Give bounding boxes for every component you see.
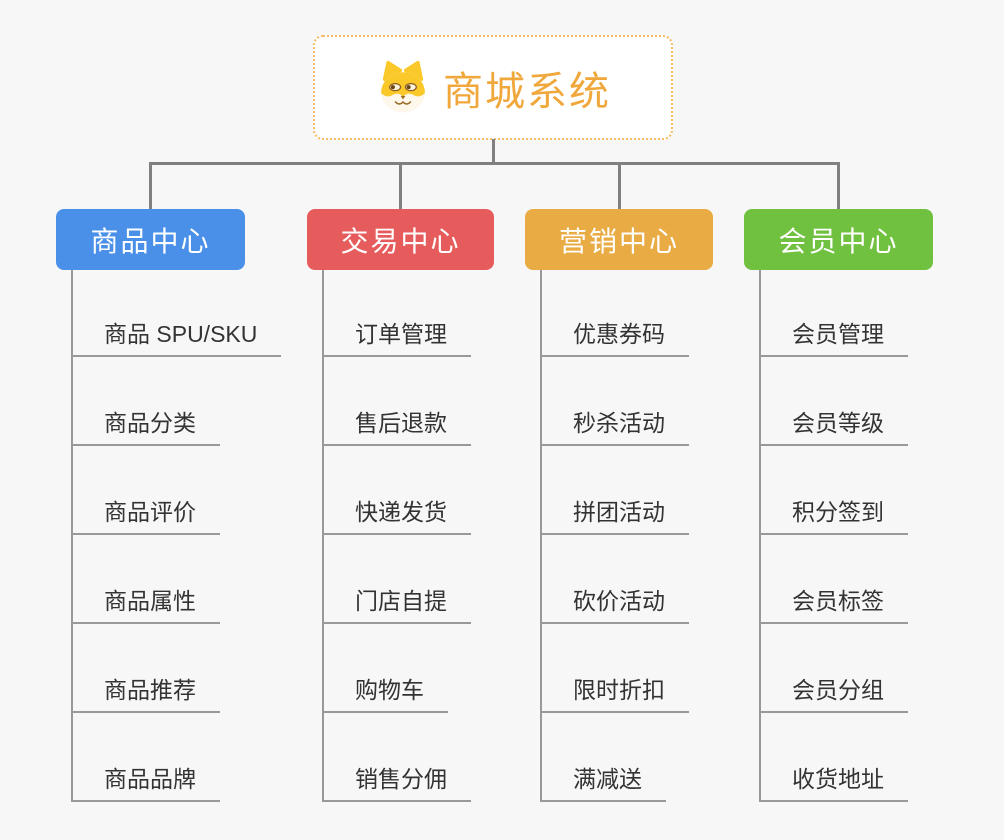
connector-horizontal-bar <box>149 162 840 165</box>
child-topic[interactable]: 砍价活动 <box>540 586 689 624</box>
child-topic[interactable]: 商品分类 <box>71 408 220 446</box>
child-topic[interactable]: 购物车 <box>322 675 448 713</box>
branch-box-member-center[interactable]: 会员中心 <box>744 209 933 270</box>
branch-box-trade-center[interactable]: 交易中心 <box>307 209 494 270</box>
child-topic[interactable]: 优惠券码 <box>540 319 689 357</box>
branch-trade-center: 交易中心 订单管理售后退款快递发货门店自提购物车销售分佣 <box>307 209 557 809</box>
branch-label: 交易中心 <box>340 225 461 257</box>
branch-marketing-center: 营销中心 优惠券码秒杀活动拼团活动砍价活动限时折扣满减送 <box>525 209 775 809</box>
child-topic[interactable]: 秒杀活动 <box>540 408 689 446</box>
child-topic[interactable]: 会员分组 <box>759 675 908 713</box>
branch-tree-line <box>759 270 761 802</box>
child-topic[interactable]: 满减送 <box>540 764 666 802</box>
connector-drop-trade <box>399 163 402 210</box>
connector-drop-member <box>837 163 840 210</box>
child-topic[interactable]: 订单管理 <box>322 319 471 357</box>
connector-root-stem <box>492 139 495 165</box>
child-topic[interactable]: 会员管理 <box>759 319 908 357</box>
child-topic[interactable]: 商品推荐 <box>71 675 220 713</box>
dog-face-icon <box>381 60 425 112</box>
child-topic[interactable]: 商品品牌 <box>71 764 220 802</box>
branch-tree-line <box>540 270 542 802</box>
connector-drop-marketing <box>618 163 621 210</box>
branch-box-product-center[interactable]: 商品中心 <box>56 209 245 270</box>
branch-member-center: 会员中心 会员管理会员等级积分签到会员标签会员分组收货地址 <box>744 209 994 809</box>
branch-tree-line <box>322 270 324 802</box>
child-topic[interactable]: 销售分佣 <box>322 764 471 802</box>
branch-box-marketing-center[interactable]: 营销中心 <box>525 209 713 270</box>
child-topic[interactable]: 会员标签 <box>759 586 908 624</box>
branch-label: 营销中心 <box>558 225 679 257</box>
child-topic[interactable]: 会员等级 <box>759 408 908 446</box>
child-topic[interactable]: 限时折扣 <box>540 675 689 713</box>
child-topic[interactable]: 积分签到 <box>759 497 908 535</box>
child-topic[interactable]: 售后退款 <box>322 408 471 446</box>
connector-drop-product <box>149 163 152 210</box>
child-topic[interactable]: 商品评价 <box>71 497 220 535</box>
child-topic[interactable]: 收货地址 <box>759 764 908 802</box>
root-node[interactable]: 商城系统 <box>313 35 673 140</box>
child-topic[interactable]: 门店自提 <box>322 586 471 624</box>
root-title: 商城系统 <box>443 69 611 114</box>
branch-product-center: 商品中心 商品 SPU/SKU 商品分类商品评价商品属性商品推荐商品品牌 <box>56 209 306 809</box>
child-topic[interactable]: 商品 SPU/SKU <box>71 319 282 357</box>
child-topic[interactable]: 快递发货 <box>322 497 471 535</box>
child-topic[interactable]: 商品属性 <box>71 586 220 624</box>
branch-tree-line <box>71 270 73 802</box>
branch-label: 商品中心 <box>90 225 211 257</box>
child-topic[interactable]: 拼团活动 <box>540 497 689 535</box>
branch-label: 会员中心 <box>778 225 899 257</box>
